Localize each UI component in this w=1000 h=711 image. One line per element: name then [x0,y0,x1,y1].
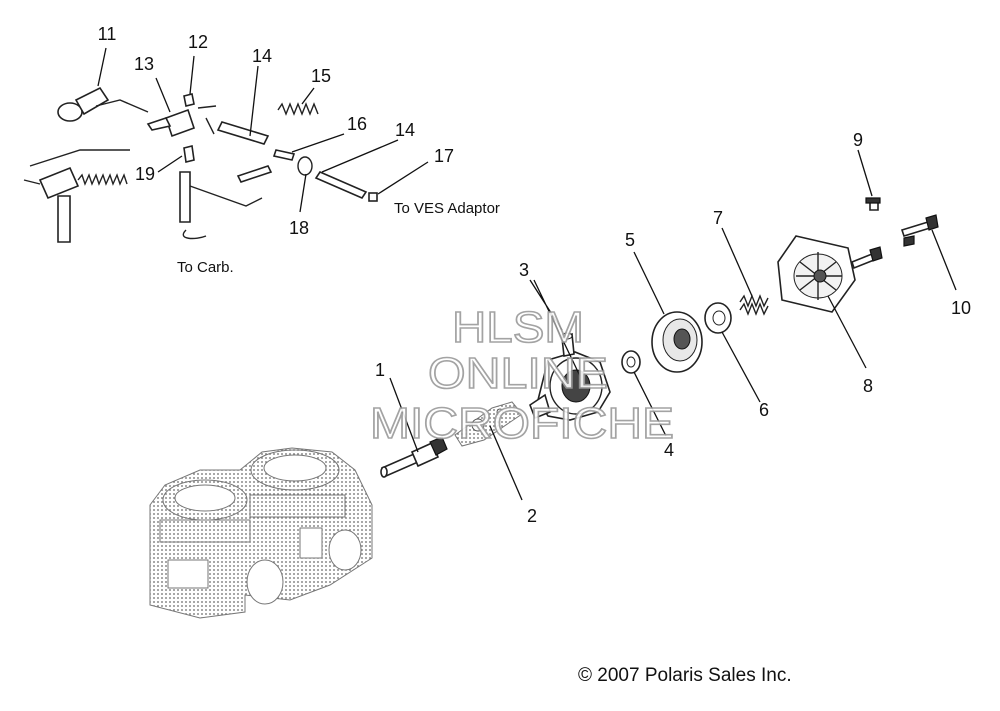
note-to-carb: To Carb. [177,259,234,276]
note-to-ves-adaptor: To VES Adaptor [394,200,500,217]
callout-14a: 14 [252,46,272,66]
callout-6: 6 [759,400,769,420]
upper-hose-assembly [23,86,378,243]
part-5-diaphragm [651,311,703,373]
callout-16: 16 [347,114,367,134]
callout-17: 17 [434,146,454,166]
watermark-line-1: HLSM [452,303,584,352]
part-2-gasket [454,401,523,447]
callout-9: 9 [853,130,863,150]
callout-5: 5 [625,230,635,250]
callout-12: 12 [188,32,208,52]
callout-4: 4 [664,440,674,460]
callout-18: 18 [289,218,309,238]
engine-cylinders [149,447,373,619]
callout-19: 19 [135,164,155,184]
part-1-valve [380,436,448,478]
callout-7: 7 [713,208,723,228]
callout-numbers: 1 2 3 4 5 6 7 8 9 10 11 12 13 14 14 15 1… [98,24,971,526]
callout-10: 10 [951,298,971,318]
part-3-housing [529,332,611,421]
leader-lines [97,47,957,501]
watermark: HLSM ONLINE MICROFICHE [369,302,675,449]
part-4-seal [621,350,641,374]
watermark-line-2: ONLINE [428,349,608,398]
callout-13: 13 [134,54,154,74]
callout-8: 8 [863,376,873,396]
callout-2: 2 [527,506,537,526]
callout-14b: 14 [395,120,415,140]
part-9-10-screws [851,197,939,270]
callout-11: 11 [98,24,117,44]
part-6-cup [704,302,732,334]
callout-1: 1 [375,360,385,380]
part-8-cover [777,235,856,313]
callout-15: 15 [311,66,331,86]
part-7-spring [739,294,769,316]
copyright-text: © 2007 Polaris Sales Inc. [578,665,792,686]
callout-3: 3 [519,260,529,280]
watermark-line-3: MICROFICHE [370,399,674,448]
